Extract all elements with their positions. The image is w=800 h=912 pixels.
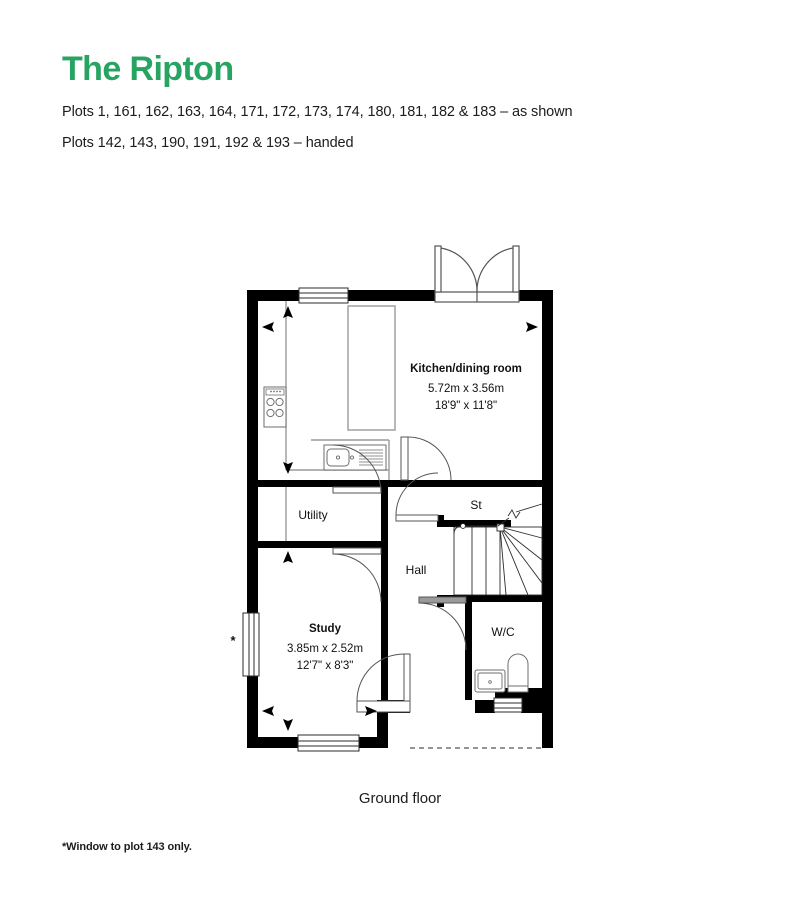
- room-label-kitchen: Kitchen/dining room: [410, 363, 522, 375]
- washbasin-icon: [474, 669, 506, 693]
- arrow-right-kitchen: [526, 322, 538, 332]
- windows: [242, 287, 523, 752]
- room-dim-study-imperial: 12'7" x 8'3": [297, 660, 354, 672]
- arrow-left-kitchen: [262, 322, 274, 332]
- floor-caption: Ground floor: [358, 790, 442, 807]
- room-label-hall: Hall: [406, 563, 427, 577]
- staircase: [453, 503, 543, 596]
- window-asterisk-marker: *: [230, 633, 236, 648]
- room-dim-kitchen-imperial: 18'9" x 11'8": [435, 400, 497, 412]
- page-title: The Ripton: [62, 50, 234, 88]
- window-kitchen-top: [298, 287, 349, 304]
- door-utility-top: [332, 444, 382, 494]
- room-label-study: Study: [309, 623, 342, 635]
- wc-fittings: [474, 653, 529, 693]
- arrow-up-study: [283, 551, 293, 563]
- door-study-top: [332, 547, 382, 603]
- arrow-down-kitchen: [283, 462, 293, 474]
- arrow-right-study: [365, 706, 377, 716]
- interior-walls: [258, 480, 553, 700]
- window-study-left-optional: [242, 612, 260, 677]
- doors: [332, 436, 467, 713]
- dimension-arrows: [262, 306, 538, 731]
- door-store: [395, 472, 439, 522]
- arrow-up-kitchen: [283, 306, 293, 318]
- kitchen-units: [263, 301, 396, 480]
- window-wc-bottom: [493, 697, 523, 713]
- room-label-wc: W/C: [491, 625, 515, 639]
- sink-icon: [323, 444, 387, 471]
- room-label-utility: Utility: [298, 508, 327, 522]
- room-dim-study-metric: 3.85m x 2.52m: [287, 643, 363, 655]
- door-wc: [418, 596, 467, 651]
- plots-handed-text: Plots 142, 143, 190, 191, 192 & 193 – ha…: [62, 135, 354, 151]
- french-doors-kitchen: [434, 245, 520, 303]
- room-labels: Kitchen/dining room 5.72m x 3.56m 18'9" …: [230, 363, 521, 672]
- room-label-store: St: [470, 498, 482, 512]
- door-kitchen-hall: [400, 436, 452, 481]
- arrow-left-study: [262, 706, 274, 716]
- room-dim-kitchen-metric: 5.72m x 3.56m: [428, 383, 504, 395]
- toilet-icon: [507, 653, 529, 693]
- hob-icon: [263, 386, 287, 428]
- footnote-text: *Window to plot 143 only.: [62, 841, 192, 853]
- front-door: [356, 653, 411, 713]
- arrow-down-study: [283, 719, 293, 731]
- plots-as-shown-text: Plots 1, 161, 162, 163, 164, 171, 172, 1…: [62, 104, 573, 120]
- window-study-bottom: [297, 734, 360, 752]
